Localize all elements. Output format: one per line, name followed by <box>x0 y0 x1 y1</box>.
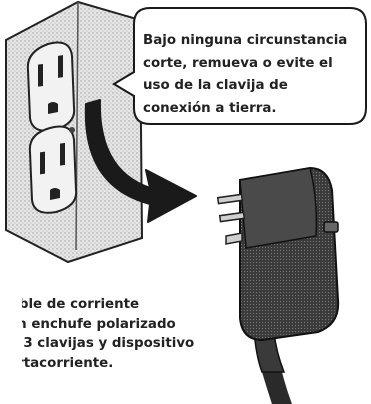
power-plug <box>216 166 340 404</box>
caption-line: de 3 clavijas y dispositivo <box>0 336 195 351</box>
warning-line: Bajo ninguna circunstancia <box>143 33 348 48</box>
caption-line: cortacorriente. <box>0 355 114 371</box>
caption-line: Cable de corriente <box>0 297 140 312</box>
wall-outlet-plate <box>5 0 144 264</box>
warning-line: corte, remueva o evite el <box>143 55 333 71</box>
caption-line: con enchufe polarizado <box>0 316 176 332</box>
warning-line: conexión a tierra. <box>143 100 277 116</box>
lower-receptacle <box>28 125 78 214</box>
warning-bubble-text: Bajo ninguna circunstancia corte, remuev… <box>143 30 363 120</box>
curved-arrow-icon <box>84 99 197 223</box>
warning-line: uso de la clavija de <box>143 78 288 93</box>
plate-screw-icon <box>69 127 75 133</box>
plug-caption: Cable de corriente con enchufe polarizad… <box>0 295 230 373</box>
upper-receptacle <box>26 41 76 132</box>
speech-bubble <box>112 7 367 125</box>
